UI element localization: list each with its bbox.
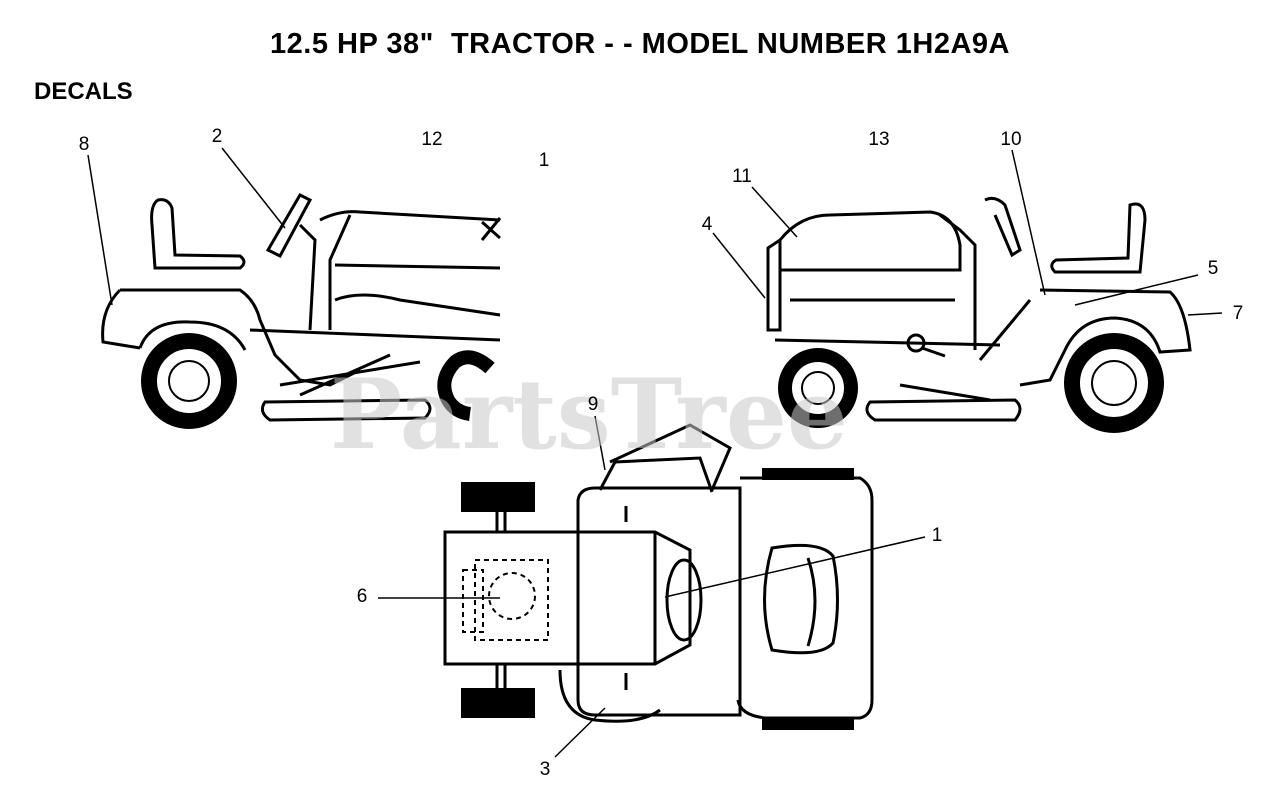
top-dashed-decal-area <box>462 559 549 641</box>
right-lever <box>921 346 946 358</box>
callout-1-bottom: 1 <box>932 525 943 546</box>
leader-7 <box>1187 312 1223 316</box>
left-fender-arch <box>138 320 247 351</box>
top-front-right-tire <box>461 688 535 718</box>
right-seat <box>1050 202 1147 274</box>
top-seat-back <box>806 557 817 647</box>
callout-4: 4 <box>702 214 713 235</box>
top-rear-right-tire <box>762 718 854 730</box>
leader-4 <box>712 232 766 299</box>
leader-lines <box>87 147 1223 758</box>
right-lever-knob <box>906 333 926 353</box>
page-title: 12.5 HP 38" TRACTOR - - MODEL NUMBER 1H2… <box>270 28 1010 60</box>
top-steering <box>665 558 703 642</box>
callout-6: 6 <box>357 586 368 607</box>
right-frame <box>774 299 1032 361</box>
right-steering-wheel <box>984 196 1022 258</box>
callout-13: 13 <box>868 129 889 150</box>
right-hood <box>778 210 962 330</box>
leader-10 <box>1011 149 1046 296</box>
leader-9 <box>594 415 606 471</box>
left-side-view <box>101 193 502 422</box>
right-front-tire <box>778 348 858 428</box>
left-wheels <box>141 333 495 429</box>
left-rear-body <box>101 288 361 387</box>
left-seat <box>150 198 246 270</box>
callout-11: 11 <box>732 166 752 187</box>
leader-3 <box>554 707 606 758</box>
right-side-view <box>766 196 1192 422</box>
top-hood-flap <box>598 423 732 493</box>
top-view <box>443 423 874 723</box>
dashed-outer-rect <box>462 569 484 633</box>
leader-11 <box>751 186 798 238</box>
dashed-circle <box>488 572 536 620</box>
watermark: PartsTree <box>330 358 848 471</box>
callout-9: 9 <box>588 394 599 415</box>
leader-5 <box>1074 274 1199 306</box>
top-front-axle <box>495 510 507 690</box>
right-grille <box>766 237 782 332</box>
left-front-tire <box>437 350 495 421</box>
right-rear-body <box>1019 288 1192 387</box>
callout-10: 10 <box>1000 129 1021 150</box>
callout-2: 2 <box>212 126 223 147</box>
top-center-body <box>576 486 742 717</box>
top-rear-left-tire <box>762 468 854 480</box>
callout-8: 8 <box>79 134 90 155</box>
right-rear-tire <box>1064 333 1164 433</box>
left-hood <box>319 210 501 330</box>
callout-3: 3 <box>540 759 551 780</box>
right-deck-arm <box>899 383 991 402</box>
top-deck-bulge <box>558 669 661 723</box>
left-steering-wheel <box>265 193 313 258</box>
right-wheels <box>778 333 1164 433</box>
section-label: DECALS <box>34 78 133 105</box>
leader-8 <box>87 154 113 306</box>
left-steering-column <box>298 223 317 331</box>
left-rear-hub <box>168 360 210 402</box>
right-front-hub <box>801 371 835 405</box>
right-mower-deck <box>865 398 1022 422</box>
left-mower-deck <box>260 398 432 422</box>
top-front-left-tire <box>461 482 535 512</box>
right-hood-side <box>939 213 977 350</box>
left-cross-mark <box>480 217 502 241</box>
left-rear-tire <box>141 333 237 429</box>
dashed-inner-rect <box>474 559 549 641</box>
leader-2 <box>221 147 286 229</box>
callout-5: 5 <box>1208 258 1219 279</box>
right-rear-hub <box>1091 360 1137 406</box>
top-seat <box>763 543 839 655</box>
leader-1-bottom <box>664 536 926 598</box>
callout-7: 7 <box>1233 303 1244 324</box>
top-rear-body <box>736 476 874 720</box>
top-view-tires <box>461 468 854 730</box>
callout-12: 12 <box>421 129 442 150</box>
callout-1-top: 1 <box>539 150 550 171</box>
callouts: 8 2 12 1 13 10 11 4 5 7 9 1 6 3 <box>79 126 1244 780</box>
left-deck-arm <box>299 353 391 397</box>
